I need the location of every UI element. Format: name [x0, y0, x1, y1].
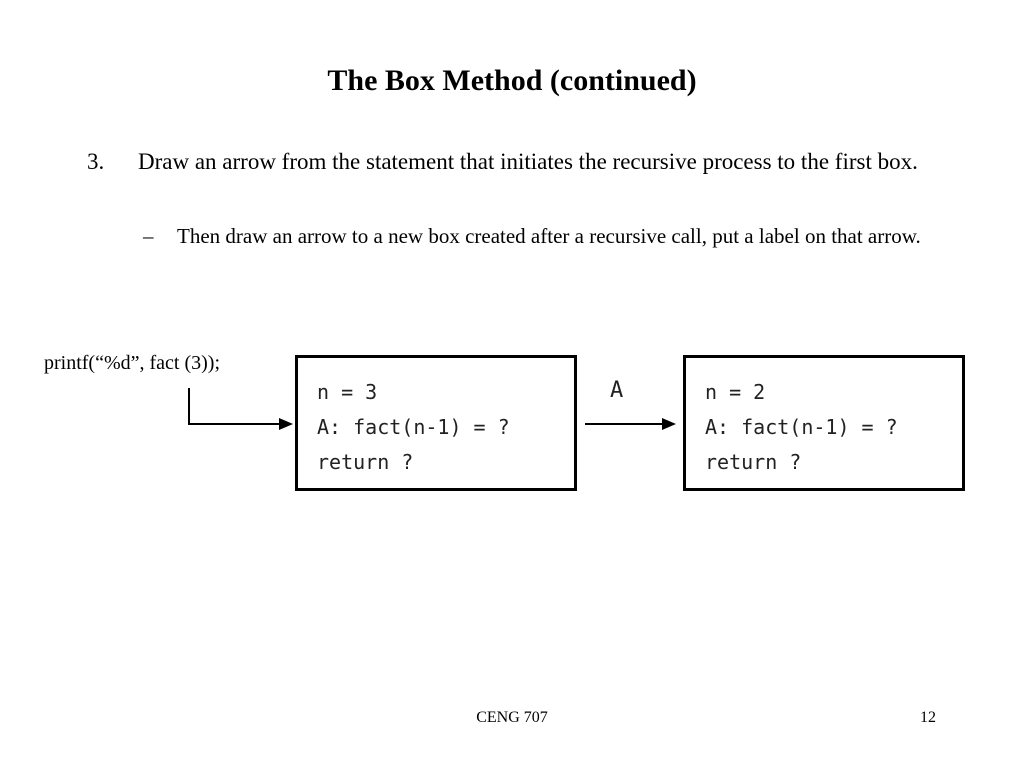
- sub-bullet-marker: –: [143, 224, 154, 248]
- box-line-return: return ?: [317, 450, 414, 474]
- call-arrow: [188, 388, 282, 425]
- footer-course: CENG 707: [476, 709, 548, 726]
- activation-box-2: n = 2 A: fact(n-1) = ? return ?: [683, 355, 965, 491]
- arrow-label: A: [610, 378, 624, 403]
- bullet-text: Draw an arrow from the statement that in…: [138, 149, 918, 174]
- call-arrow-head: [279, 418, 293, 430]
- box-line-n: n = 3: [317, 380, 378, 404]
- box-line-return: return ?: [705, 450, 802, 474]
- box-line-call: A: fact(n-1) = ?: [317, 415, 510, 439]
- box-line-n: n = 2: [705, 380, 766, 404]
- bullet-number: 3.: [87, 149, 105, 174]
- call-statement: printf(“%d”, fact (3));: [44, 352, 221, 374]
- box-line-call: A: fact(n-1) = ?: [705, 415, 898, 439]
- activation-box-1: n = 3 A: fact(n-1) = ? return ?: [295, 355, 577, 491]
- slide-title: The Box Method (continued): [327, 64, 697, 97]
- recursive-call-arrow-head: [662, 418, 676, 430]
- sub-bullet-text: Then draw an arrow to a new box created …: [177, 224, 921, 248]
- footer-page-number: 12: [920, 709, 936, 726]
